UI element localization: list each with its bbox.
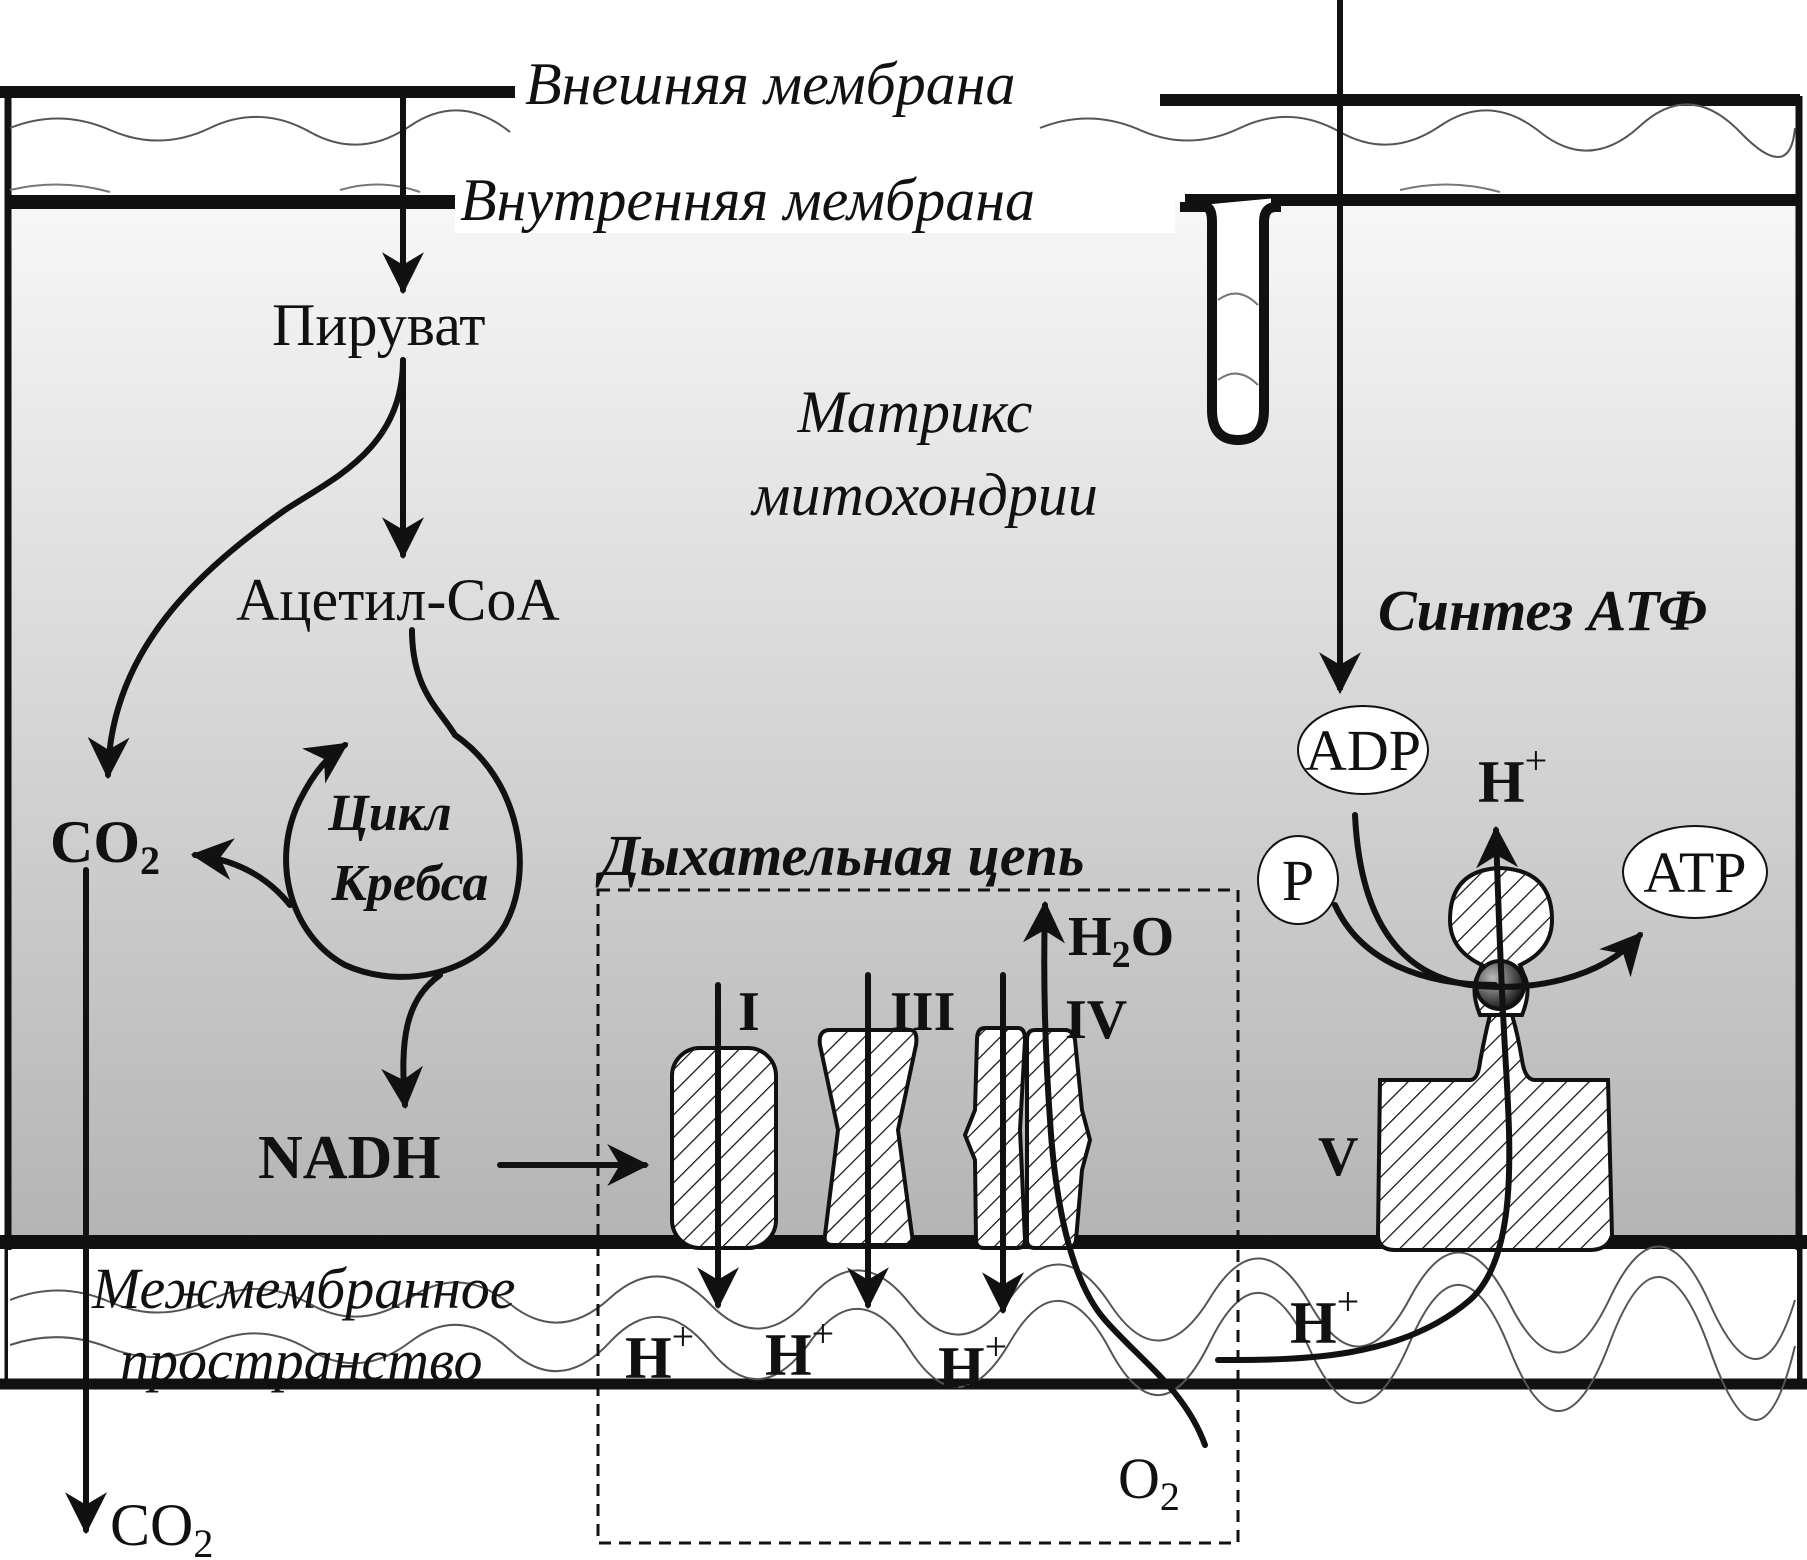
o2-label: O2 [1118, 1446, 1180, 1519]
svg-text:CO2: CO2 [110, 1492, 213, 1560]
co2-out-label: CO2 [110, 1492, 213, 1560]
matrix-label-line2: митохондрии [750, 462, 1098, 528]
inner-membrane-label-bg [455, 165, 1175, 233]
intermembrane-wave-2 [9, 1276, 1796, 1421]
svg-text:H+: H+ [1478, 738, 1547, 815]
arrow-krebs-to-nadh [381, 972, 443, 1110]
h-plus-complex-3: H+ [765, 1311, 834, 1388]
atp-synthase-arrows [1215, 812, 1643, 1363]
p-to-atp-curve [1332, 902, 1498, 988]
crista-fold-wave [1217, 292, 1259, 386]
krebs-label-line1: Цикл [327, 785, 451, 842]
svg-text:H2O: H2O [1068, 906, 1174, 976]
outer-space-wave [9, 109, 511, 146]
intermembrane-label-line1: Межмембранное [91, 1256, 516, 1321]
complexes [670, 1026, 1093, 1250]
complex-1-label: I [738, 981, 760, 1043]
adp-oval [1297, 705, 1429, 795]
respiratory-chain-label: Дыхательная цепь [595, 823, 1084, 888]
h-plus-complex-4: H+ [938, 1324, 1007, 1401]
intermembrane-label-line2: пространство [120, 1328, 482, 1393]
complex-1 [670, 1046, 778, 1250]
co2-matrix-label: CO2 [50, 809, 160, 883]
complex-4a [962, 1026, 1028, 1250]
proton-pump-arrows [697, 900, 1208, 1448]
o2-to-h2o-arrow [1023, 900, 1208, 1448]
outer-membrane-label: Внешняя мембрана [525, 51, 1016, 117]
krebs-label-line2: Кребса [331, 855, 489, 912]
pyruvate-label: Пируват [272, 292, 486, 358]
h2o-label: H2O [1068, 906, 1174, 976]
inner-membrane-label: Внутренняя мембрана [460, 167, 1035, 233]
pyruvate-pathway [65, 92, 650, 1535]
outer-space-wave-3 [9, 183, 1501, 193]
svg-text:CO2: CO2 [50, 809, 160, 883]
svg-text:O2: O2 [1118, 1446, 1180, 1519]
complex-4-label: IV [1065, 989, 1127, 1051]
arrow-acetyl-to-krebs [409, 627, 458, 738]
p-label: P [1282, 848, 1314, 913]
respiratory-chain-box [596, 888, 1240, 1545]
arrow-pyruvate-to-co2 [87, 357, 406, 780]
p-oval [1257, 835, 1339, 925]
intermembrane-space [8, 1250, 1797, 1383]
krebs-cycle-ring [283, 732, 523, 980]
h-plus-atp-synthase-out: H+ [1478, 738, 1547, 815]
svg-text:H+: H+ [1290, 1279, 1359, 1356]
proton-through-synthase [1215, 825, 1519, 1363]
outer-membrane-label-bg [515, 50, 1160, 116]
metabolite-ovals [1257, 705, 1768, 925]
outer-space-wave-2 [1039, 103, 1796, 158]
atp-label: ATP [1643, 840, 1746, 905]
svg-text:H+: H+ [938, 1324, 1007, 1401]
atp-oval [1622, 825, 1768, 919]
h-plus-atp-synthase-in: H+ [1290, 1279, 1359, 1356]
matrix-label-line1: Матрикс [797, 379, 1033, 445]
atp-synthase-fo [1375, 1013, 1615, 1252]
svg-text:H+: H+ [765, 1311, 834, 1388]
atp-synthesis-label: Синтез АТФ [1378, 578, 1707, 643]
adp-label: ADP [1305, 718, 1421, 783]
arrow-krebs-to-co2 [190, 838, 293, 908]
nadh-label: NADH [258, 1124, 441, 1192]
h-plus-complex-1: H+ [625, 1314, 694, 1391]
complex-5-label: V [1318, 1126, 1358, 1188]
acetyl-coa-label: Ацетил-CoA [236, 567, 560, 633]
complex-3-label: III [890, 981, 955, 1043]
intermembrane-wave-1 [9, 1245, 1796, 1360]
svg-text:H+: H+ [625, 1314, 694, 1391]
